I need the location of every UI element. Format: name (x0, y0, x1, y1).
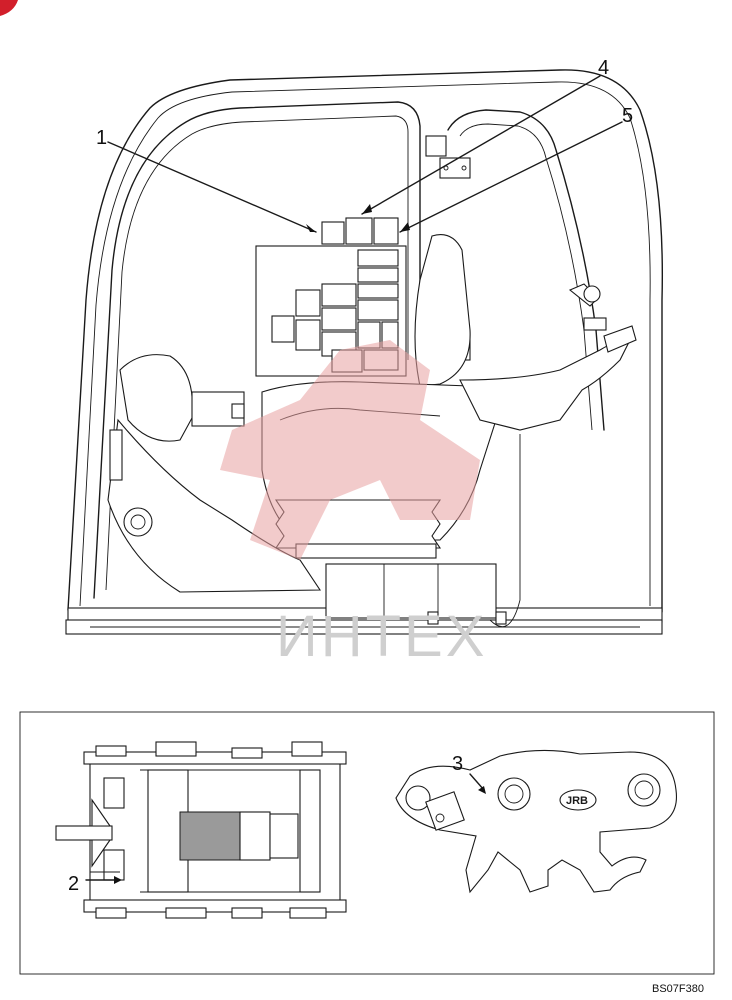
left-console (107, 354, 322, 593)
leader-3 (469, 773, 485, 791)
callout-5: 5 (622, 105, 633, 127)
watermark-logo-icon (220, 340, 480, 560)
label-block-4 (345, 217, 373, 245)
callout-3: 3 (452, 753, 463, 775)
coupler-top-view (55, 741, 347, 919)
leader-lines (107, 75, 623, 233)
corner-mark-icon (0, 0, 18, 16)
callout-1: 1 (96, 127, 107, 149)
drawing-code: BS07F380 (652, 983, 704, 995)
label-block-1 (321, 221, 345, 245)
watermark-text: ИНТЕХ (276, 604, 487, 669)
label-block-5 (373, 217, 399, 245)
coupler-side-view (395, 749, 678, 894)
callout-4: 4 (598, 57, 609, 79)
callout-2: 2 (68, 873, 79, 895)
detail-frame (19, 711, 715, 975)
coupler-brand: JRB (566, 795, 588, 807)
right-console (459, 283, 637, 628)
rear-panel (255, 217, 407, 377)
